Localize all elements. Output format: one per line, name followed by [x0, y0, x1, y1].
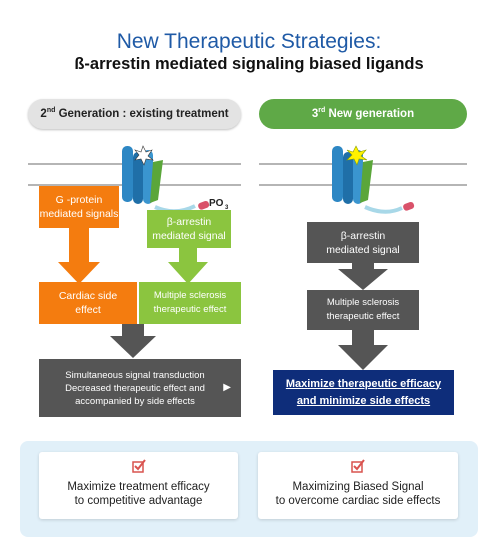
pill-prefix: 2 [40, 108, 47, 120]
page-subtitle: ß-arrestin mediated signaling biased lig… [74, 55, 424, 73]
third-generation-pill: 3rd New generation [259, 99, 467, 129]
box-line: mediated signal [152, 230, 226, 242]
arrow-gray-down-2 [338, 330, 388, 370]
box-line: therapeutic effect [326, 311, 400, 322]
po3-label: PO [209, 198, 224, 209]
box-line: β-arrestin [166, 216, 212, 228]
box-line: Multiple sclerosis [326, 297, 400, 308]
checkbox-icon [131, 459, 146, 473]
arrow-green-down [168, 248, 208, 284]
box-line: Maximize therapeutic efficacy [285, 377, 442, 390]
checkbox-icon [351, 459, 365, 473]
second-generation-pill: 2nd Generation : existing treatment [28, 99, 241, 129]
card-line: Maximizing Biased Signal [292, 481, 424, 493]
po3-subscript: 3 [225, 205, 229, 211]
box-line: Simultaneous signal transduction [65, 369, 205, 381]
box-line: G -protein [55, 194, 103, 206]
box-line: Multiple sclerosis [153, 290, 227, 301]
pill-sup: nd [46, 107, 56, 114]
ms-therapeutic-box-right: Multiple sclerosis therapeutic effect [307, 290, 419, 330]
arrestin-signal-box-left: β-arrestin mediated signal [147, 210, 231, 248]
card-line: to competitive advantage [74, 495, 203, 507]
pill-prefix: 3 [311, 108, 319, 120]
summary-card-left: Maximize treatment efficacy to competiti… [39, 452, 238, 519]
pill-suffix: Generation : existing treatment [55, 108, 229, 120]
page-title: New Therapeutic Strategies: [116, 30, 382, 53]
box-line: therapeutic effect [153, 304, 227, 315]
cardiac-side-effect-box: Cardiac side effect [39, 282, 137, 324]
g-protein-signal-box: G -protein mediated signals [39, 186, 119, 228]
box-line: Cardiac side [58, 290, 118, 302]
box-line: and minimize side effects [296, 394, 431, 407]
box-line: Decreased therapeutic effect and [65, 382, 205, 394]
receptor-left-icon [122, 145, 210, 214]
box-line: mediated signals [39, 208, 119, 220]
box-line: mediated signal [326, 243, 400, 256]
arrow-gray-down-1 [338, 263, 388, 290]
box-line: β-arrestin [340, 229, 386, 242]
ms-therapeutic-box-left: Multiple sclerosis therapeutic effect [139, 282, 241, 324]
pill-sup: rd [318, 107, 326, 114]
summary-card-right: Maximizing Biased Signal to overcome car… [258, 452, 458, 519]
arrow-gray-down-left [110, 324, 156, 358]
play-triangle-icon: ▶ [223, 382, 231, 393]
card-line: Maximize treatment efficacy [67, 481, 210, 493]
card-line: to overcome cardiac side effects [275, 495, 441, 507]
box-line: effect [75, 304, 101, 316]
arrow-orange-down [58, 228, 100, 284]
pill-suffix: New generation [325, 108, 415, 120]
box-line: accompanied by side effects [75, 395, 195, 407]
receptor-right-icon [332, 145, 415, 214]
maximize-efficacy-box: Maximize therapeutic efficacy and minimiz… [273, 370, 454, 415]
